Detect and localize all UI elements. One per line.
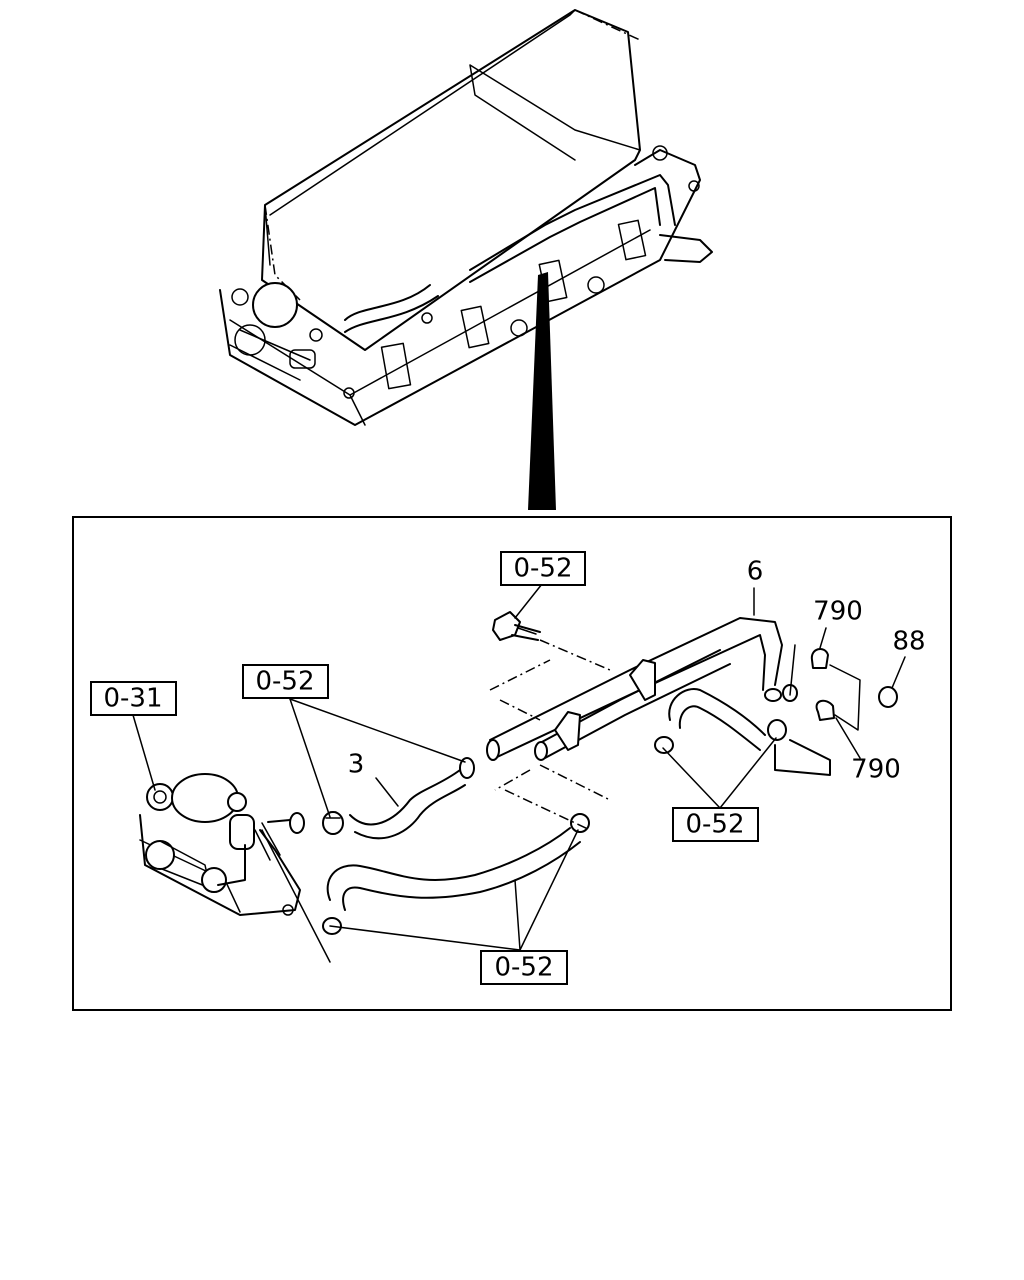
svg-text:0-52: 0-52 xyxy=(513,554,572,584)
part-number-hose: 3 xyxy=(348,750,365,780)
part-number-cap-lower: 790 xyxy=(851,755,901,785)
part-number-cap-upper: 790 xyxy=(813,597,863,627)
water-pipe-assembly xyxy=(486,617,831,776)
engine-cylinder-head-overview xyxy=(219,9,713,426)
callout-ref-right-clamps: 0-52 xyxy=(672,807,759,842)
callout-ref-left-hose: 0-52 xyxy=(242,664,329,699)
detail-parts xyxy=(139,611,898,935)
callout-ref-top: 0-52 xyxy=(500,551,586,586)
leader-lines xyxy=(132,583,906,963)
svg-text:0-52: 0-52 xyxy=(255,667,314,697)
egr-valve xyxy=(139,773,301,916)
callout-ref-egr-valve: 0-31 xyxy=(90,681,177,716)
svg-text:0-31: 0-31 xyxy=(103,684,162,714)
svg-text:0-52: 0-52 xyxy=(494,953,553,983)
svg-text:0-52: 0-52 xyxy=(685,810,744,840)
bolt xyxy=(492,611,541,641)
part-number-pipe: 6 xyxy=(747,557,764,587)
detail-frame xyxy=(72,516,952,1011)
detail-pointer xyxy=(528,272,556,510)
part-number-clip: 88 xyxy=(892,627,925,657)
callout-ref-bottom-clamps: 0-52 xyxy=(480,950,568,985)
